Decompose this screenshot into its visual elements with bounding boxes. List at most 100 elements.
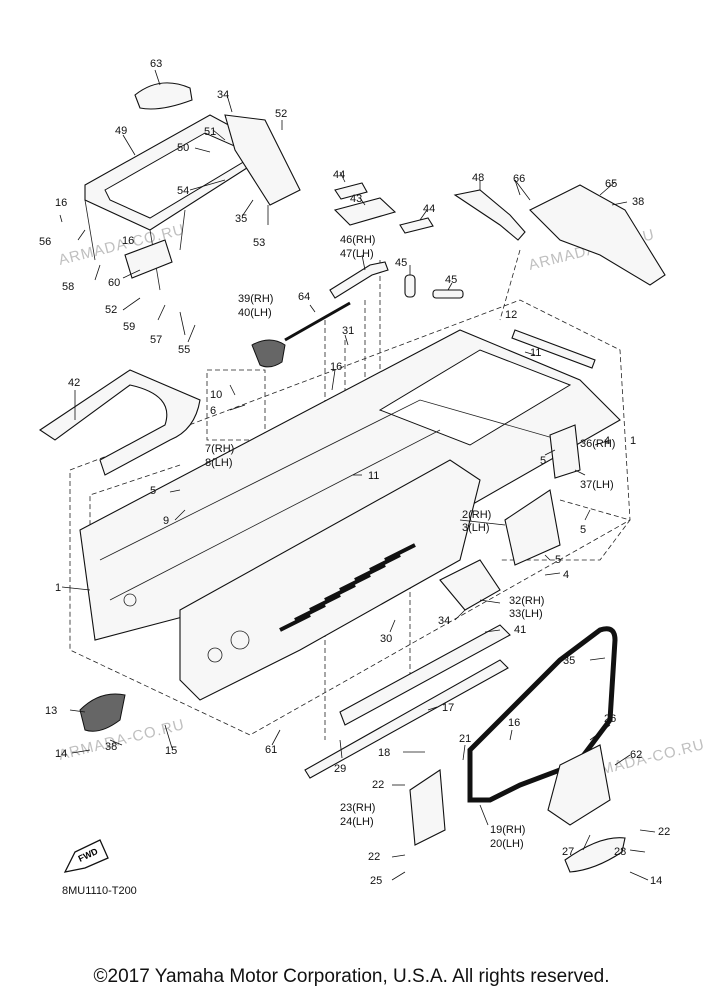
callout: 33(LH): [509, 608, 543, 620]
callout: 5: [580, 524, 586, 536]
leader-lines: [59, 69, 656, 881]
callout: 22: [368, 851, 380, 863]
callout: 36(RH): [580, 438, 615, 450]
callout: 14: [650, 875, 662, 887]
callout: 11: [368, 470, 379, 482]
callout: 10: [210, 389, 222, 401]
callout: 64: [298, 291, 310, 303]
plate-part-36: [549, 424, 581, 479]
callout: 17: [442, 702, 454, 714]
callout: 52: [105, 304, 117, 316]
callout: 26: [604, 713, 616, 725]
callout: 9: [163, 515, 169, 527]
callout: 66: [513, 173, 525, 185]
callout: 3(LH): [462, 522, 490, 534]
callout: 23(RH): [340, 802, 375, 814]
callout: 6: [210, 405, 216, 417]
callout: 13: [45, 705, 57, 717]
callout: 25: [370, 875, 382, 887]
callout: 5: [150, 485, 156, 497]
callout: 40(LH): [238, 307, 272, 319]
callout: 57: [150, 334, 162, 346]
callout: 54: [177, 185, 189, 197]
callout: 24(LH): [340, 816, 374, 828]
callout: 31: [342, 325, 354, 337]
callout: 1: [630, 435, 636, 447]
callout: 22: [658, 826, 670, 838]
callout: 55: [178, 344, 190, 356]
fwd-arrow-icon: FWD: [63, 839, 109, 873]
callout: 38: [105, 741, 117, 753]
callout: 8(LH): [205, 457, 233, 469]
callout: 52: [275, 108, 287, 120]
callout: 58: [62, 281, 74, 293]
callout: 29: [334, 763, 346, 775]
callout: 12: [505, 309, 517, 321]
callout: 56: [39, 236, 51, 248]
callout: 28: [614, 846, 626, 858]
rod-part-64: [284, 301, 351, 342]
callout: 18: [378, 747, 390, 759]
callout: 34: [217, 89, 229, 101]
callout: 11: [530, 347, 541, 359]
callout: 62: [630, 749, 642, 761]
callout: 16: [55, 197, 67, 209]
callout: 16: [508, 717, 520, 729]
flap-part-42: [39, 369, 201, 476]
callout: 45: [395, 257, 407, 269]
callout: 14: [55, 748, 67, 760]
callout: 44: [333, 169, 345, 181]
callout: 50: [177, 142, 189, 154]
rail-part-46: [329, 261, 389, 299]
callout: 37(LH): [580, 479, 614, 491]
callout: 34: [438, 615, 450, 627]
callout: 41: [514, 624, 526, 636]
bracket-part-12: [511, 329, 596, 369]
callout: 22: [372, 779, 384, 791]
callout: 44: [423, 203, 435, 215]
rear-grab-bar: [84, 114, 301, 291]
callout: 15: [165, 745, 177, 757]
callout: 45: [445, 274, 457, 286]
callout: 51: [204, 126, 216, 138]
callout: 7(RH): [205, 443, 234, 455]
copyright-notice: ©2017 Yamaha Motor Corporation, U.S.A. A…: [93, 966, 610, 987]
pad-part-44: [334, 182, 368, 200]
callout: 27: [562, 846, 574, 858]
callout: 49: [115, 125, 127, 137]
rail-part-29: [304, 659, 509, 779]
callout: 53: [253, 237, 265, 249]
bumper-part-48: [453, 189, 526, 241]
diagram-code: 8MU1110-T200: [62, 885, 137, 897]
callout: 35: [563, 655, 575, 667]
callout: 38: [632, 196, 644, 208]
cap-part-63: [134, 82, 193, 110]
snowflap-part-65: [529, 184, 666, 286]
callout: 2(RH): [462, 509, 491, 521]
callout: 4: [563, 569, 569, 581]
cap-part-39: [251, 339, 286, 368]
callout: 63: [150, 58, 162, 70]
callout: 20(LH): [490, 838, 524, 850]
callout: 35: [235, 213, 247, 225]
plate-part-2: [504, 489, 561, 566]
block-part-60: [124, 239, 173, 279]
callout: 21: [459, 733, 471, 745]
callout: 46(RH): [340, 234, 375, 246]
callout: 16: [330, 361, 342, 373]
callout: 5: [555, 554, 561, 566]
bracket-part-23: [409, 769, 446, 846]
bracket-part-32: [439, 559, 501, 611]
callout: 65: [605, 178, 617, 190]
footrest-part-26: [547, 744, 611, 826]
callout: 4: [604, 435, 610, 447]
tunnel: [79, 329, 621, 701]
callout: 39(RH): [238, 293, 273, 305]
callout: 48: [472, 172, 484, 184]
part-callouts: 1 1 2(RH) 3(LH) 4 4 5 5 5 5 6 7(RH) 8(LH…: [39, 58, 670, 887]
step-part-28: [564, 837, 626, 873]
callout: 5: [540, 455, 546, 467]
callout: 1: [55, 582, 61, 594]
rail-part-41: [339, 624, 511, 726]
